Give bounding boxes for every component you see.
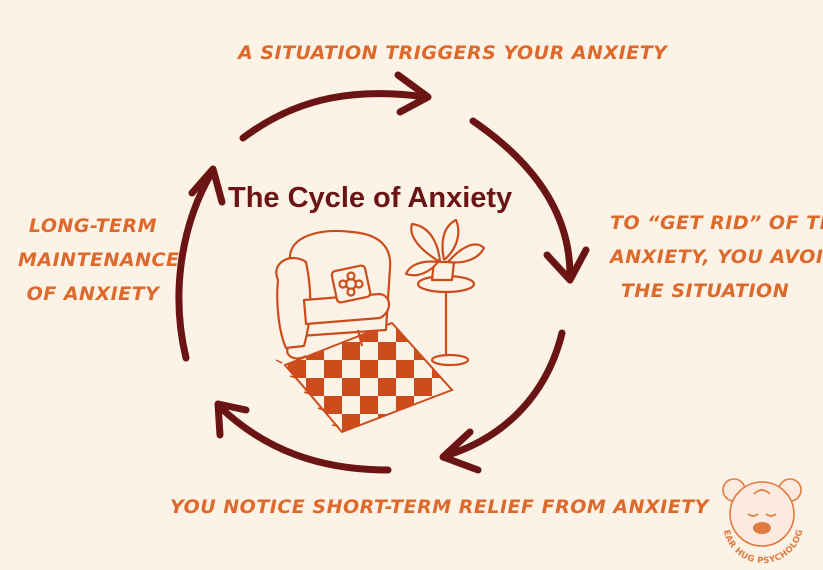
- step-avoid-line-1: TO “GET RID” OF THE: [610, 212, 823, 234]
- arrow-right-head: [543, 246, 590, 284]
- arrow-bottom-left: [216, 403, 392, 474]
- arrow-bottom-right-head: [439, 428, 482, 474]
- arrow-left: [175, 168, 216, 362]
- arrow-left-head: [188, 165, 226, 206]
- plant-table: [404, 218, 486, 367]
- arrow-right: [469, 117, 574, 279]
- step-maintenance-line-2: MAINTENANCE: [18, 249, 180, 271]
- bear-face: [729, 481, 795, 547]
- step-trigger-label: A SITUATION TRIGGERS YOUR ANXIETY: [238, 42, 668, 64]
- armchair: [275, 229, 392, 360]
- arrow-bottom-right: [444, 329, 566, 459]
- checkered-rug: [275, 321, 454, 434]
- step-avoid-label: TO “GET RID” OF THE ANXIETY, YOU AVOID T…: [610, 206, 823, 308]
- step-maintenance-line-1: LONG-TERM: [28, 215, 158, 237]
- arrow-top-head: [394, 71, 432, 116]
- step-avoid-line-2: ANXIETY, YOU AVOID: [610, 246, 823, 268]
- diagram-title: The Cycle of Anxiety: [228, 182, 513, 214]
- step-relief-label: YOU NOTICE SHORT-TERM RELIEF FROM ANXIET…: [170, 496, 709, 518]
- bear-hug-logo: BEAR HUG PSYCHOLOGY: [710, 470, 805, 566]
- arrow-bottom-left-head: [214, 400, 250, 439]
- step-avoid-line-3: THE SITUATION: [620, 280, 790, 302]
- step-maintenance-label: LONG-TERM MAINTENANCE OF ANXIETY: [18, 209, 180, 311]
- step-maintenance-line-3: OF ANXIETY: [26, 283, 160, 305]
- arrow-top: [239, 90, 430, 142]
